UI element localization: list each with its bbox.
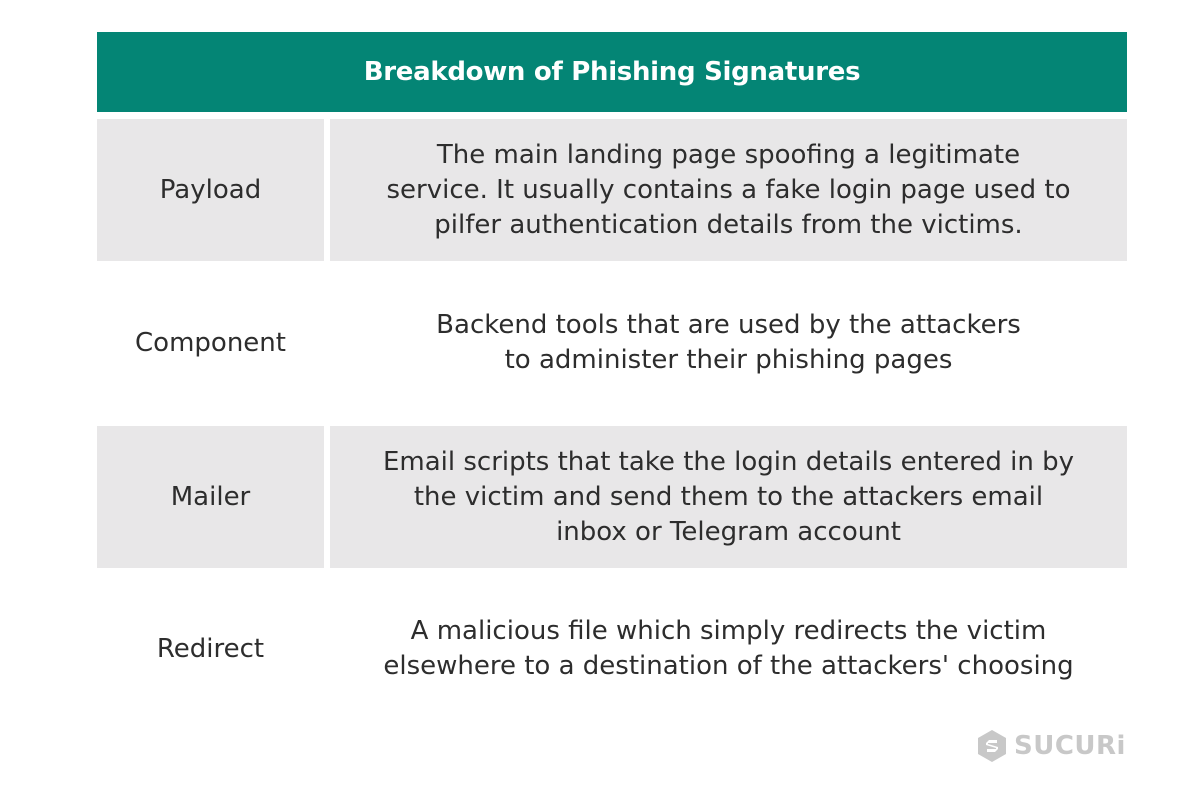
row-label: Component	[135, 328, 286, 358]
row-label: Mailer	[97, 426, 324, 568]
row-description: A malicious file which simply redirects …	[330, 578, 1127, 720]
description-line: to administer their phishing pages	[504, 345, 953, 375]
table-row-redirect: Redirect A malicious file which simply r…	[97, 578, 1127, 720]
description-line: pilfer authentication details from the v…	[434, 209, 1023, 240]
table-row-payload: Payload The main landing page spoofing a…	[97, 119, 1127, 261]
table-header: Breakdown of Phishing Signatures	[97, 32, 1127, 112]
description-line: service. It usually contains a fake logi…	[386, 174, 1071, 205]
row-description: Backend tools that are used by the attac…	[330, 272, 1127, 414]
description-line: Email scripts that take the login detail…	[382, 446, 1075, 477]
row-description: Email scripts that take the login detail…	[330, 426, 1127, 568]
row-description: The main landing page spoofing a legitim…	[330, 119, 1127, 261]
description-line: The main landing page spoofing a legitim…	[436, 139, 1021, 170]
logo-wordmark: SUCURi	[1014, 731, 1126, 761]
description-line: inbox or Telegram account	[556, 516, 901, 547]
row-label: Redirect	[156, 634, 265, 664]
row-label: Payload	[97, 119, 324, 261]
table-row-component: Component Backend tools that are used by…	[97, 272, 1127, 414]
description-line: Backend tools that are used by the attac…	[436, 310, 1021, 340]
sucuri-hexagon-logo-icon	[978, 730, 1006, 762]
description-line: elsewhere to a destination of the attack…	[383, 651, 1074, 681]
description-line: A malicious file which simply redirects …	[410, 616, 1047, 646]
table-title: Breakdown of Phishing Signatures	[363, 57, 861, 87]
sucuri-logo: SUCURi	[976, 728, 1126, 764]
description-line: the victim and send them to the attacker…	[413, 481, 1044, 512]
table-row-mailer: Mailer Email scripts that take the login…	[97, 426, 1127, 568]
